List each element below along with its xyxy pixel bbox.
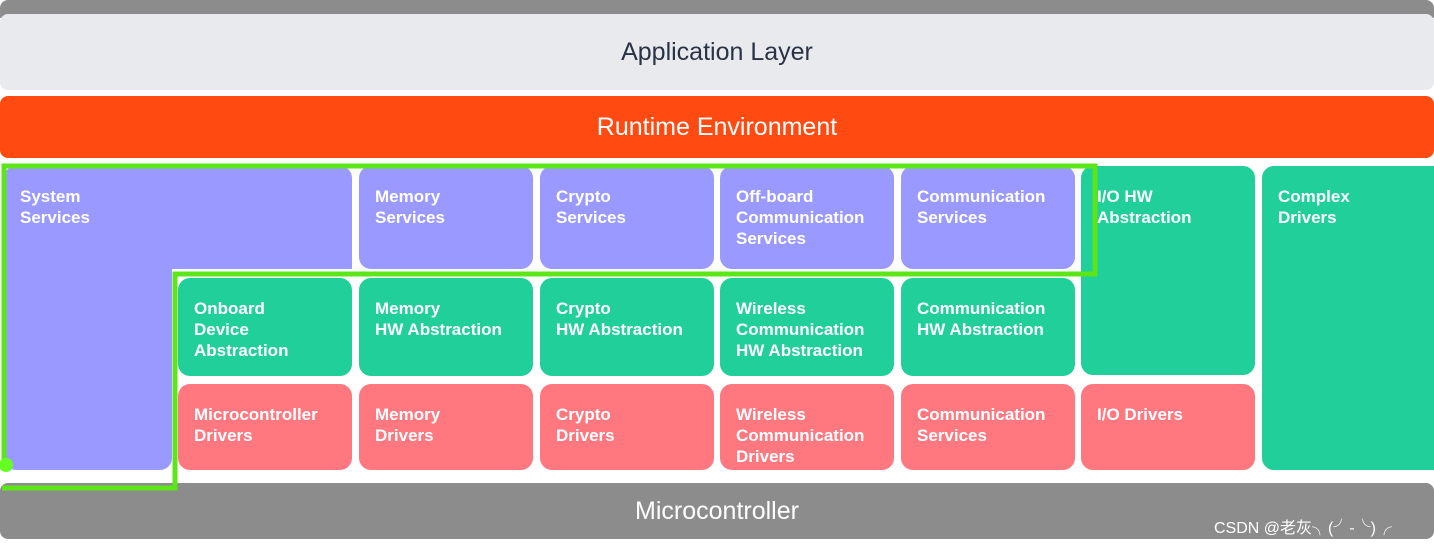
crypto-drivers-module: Crypto Drivers [540, 384, 714, 470]
highlight-outline-path [1, 163, 1098, 491]
top-strip [0, 0, 1434, 18]
application-layer: Application Layer [0, 14, 1434, 90]
runtime-environment-label: Runtime Environment [596, 112, 838, 141]
memory-hw-abstraction-module: Memory HW Abstraction [359, 278, 533, 376]
communication-hw-abstraction-module: Communication HW Abstraction [901, 278, 1075, 376]
memory-drivers-module: Memory Drivers [359, 384, 533, 470]
io-drivers-module: I/O Drivers [1081, 384, 1255, 470]
crypto-services-module: Crypto Services [540, 166, 714, 269]
communication-drivers-module: Communication Services [901, 384, 1075, 470]
io-hw-abstraction-module: I/O HW Abstraction [1081, 166, 1255, 375]
onboard-device-abstraction-module: Onboard Device Abstraction [178, 278, 352, 376]
system-services-module-lower [4, 260, 172, 470]
runtime-environment-layer: Runtime Environment [0, 96, 1434, 158]
system-services-label: System Services [20, 187, 90, 227]
microcontroller-drivers-module: Microcontroller Drivers [178, 384, 352, 470]
wireless-communication-drivers-module: Wireless Communication Drivers [720, 384, 894, 470]
memory-services-module: Memory Services [359, 166, 533, 269]
offboard-communication-services-module: Off-board Communication Services [720, 166, 894, 269]
microcontroller-layer: Microcontroller [0, 483, 1434, 539]
watermark-text: CSDN @老灰╮(╯-╰)╭ [1214, 520, 1393, 537]
highlight-outline-dot [0, 458, 13, 472]
microcontroller-label: Microcontroller [635, 496, 799, 525]
crypto-hw-abstraction-module: Crypto HW Abstraction [540, 278, 714, 376]
communication-services-module: Communication Services [901, 166, 1075, 269]
system-services-module [4, 166, 352, 269]
application-layer-label: Application Layer [621, 37, 813, 66]
wireless-communication-hw-abstraction-module: Wireless Communication HW Abstraction [720, 278, 894, 376]
complex-drivers-module: Complex Drivers [1262, 166, 1434, 470]
